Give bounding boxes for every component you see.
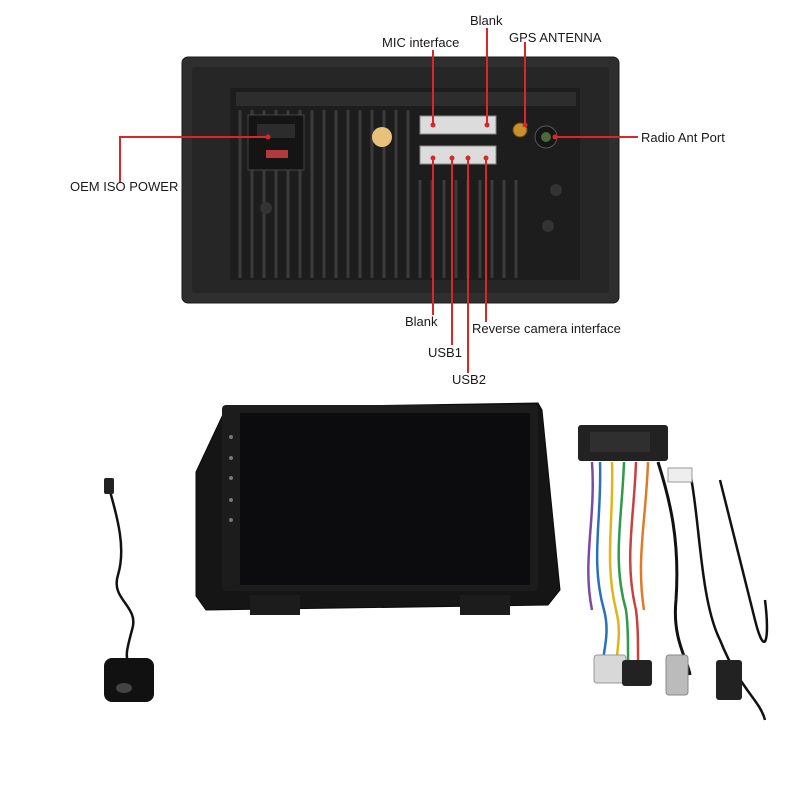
label-usb1: USB1 xyxy=(428,345,462,360)
wiring-harness-accessory xyxy=(578,425,769,721)
label-gps-antenna: GPS ANTENNA xyxy=(509,30,602,45)
label-blank-bottom: Blank xyxy=(405,314,438,329)
label-mic-interface: MIC interface xyxy=(382,35,460,50)
label-oem-iso-power: OEM ISO POWER xyxy=(70,179,179,194)
label-reverse-camera-interface: Reverse camera interface xyxy=(472,321,621,336)
head-unit-rear xyxy=(181,56,620,304)
callout-lines xyxy=(119,28,638,373)
label-usb2: USB2 xyxy=(452,372,486,387)
label-radio-ant-port: Radio Ant Port xyxy=(641,130,725,145)
label-blank-top: Blank xyxy=(470,13,503,28)
gps-antenna-accessory xyxy=(104,478,154,702)
head-unit-front xyxy=(195,402,561,615)
